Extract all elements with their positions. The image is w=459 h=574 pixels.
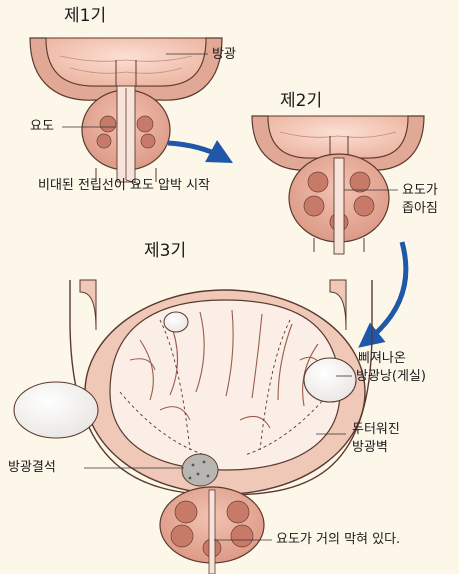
stage1-to-stage2-arrow: [168, 143, 222, 157]
diverticulum-label-line1: 삐져나온: [358, 351, 406, 366]
stage1-title: 제1기: [64, 7, 106, 26]
stage2-prostate-illustration: [289, 154, 389, 254]
stage2-to-stage3-arrow: [368, 242, 406, 340]
stage3-title: 제3기: [144, 242, 186, 261]
diverticulum-label-line2: 방광낭(게실): [356, 369, 426, 384]
enlarged-prostate-label: 비대된 전립선이 요도 압박 시작: [38, 178, 210, 193]
urethra-label: 요도: [30, 119, 54, 134]
urethra-narrowed-label-line1: 요도가: [402, 183, 438, 198]
bladder-label: 방광: [212, 47, 236, 62]
bladder-stone-label: 방광결석: [8, 460, 56, 475]
urethra-blocked-label: 요도가 거의 막혀 있다.: [276, 532, 400, 547]
urethra-narrowed-label-line2: 좁아짐: [402, 201, 438, 216]
thick-wall-label-line1: 두터워진: [352, 422, 400, 437]
stage2-title: 제2기: [280, 92, 322, 111]
thick-wall-label-line2: 방광벽: [352, 440, 388, 455]
stage3-prostate-illustration: [160, 487, 264, 574]
stage3-bladder-stone: [182, 454, 218, 486]
